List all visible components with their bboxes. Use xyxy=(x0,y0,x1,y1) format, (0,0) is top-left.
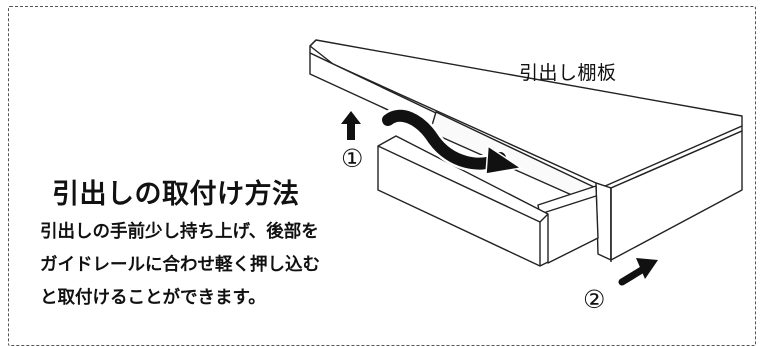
instructions-line: 引出しの手前少し持ち上げ、後部を xyxy=(40,222,319,242)
instructions-text: 引出しの手前少し持ち上げ、後部を ガイドレールに合わせ軽く押し込む と取付けるこ… xyxy=(40,216,320,315)
drawer-diagram: ① ② xyxy=(309,39,743,314)
step-1-marker: ① xyxy=(341,144,363,173)
drawer-front xyxy=(377,135,549,267)
instructions-line: と取付けることができます。 xyxy=(40,288,266,308)
instructions-title: 引出しの取付け方法 xyxy=(52,179,300,210)
shelf-label: 引出し棚板 xyxy=(519,62,617,84)
side-panel-front xyxy=(595,182,612,261)
step-2-marker: ② xyxy=(583,285,605,314)
instructions-line: ガイドレールに合わせ軽く押し込む xyxy=(40,255,320,275)
push-arrow-icon xyxy=(618,258,658,286)
up-arrow-icon xyxy=(341,111,361,140)
drawer-rail-line xyxy=(539,195,597,215)
curved-arrow-icon xyxy=(379,107,523,175)
